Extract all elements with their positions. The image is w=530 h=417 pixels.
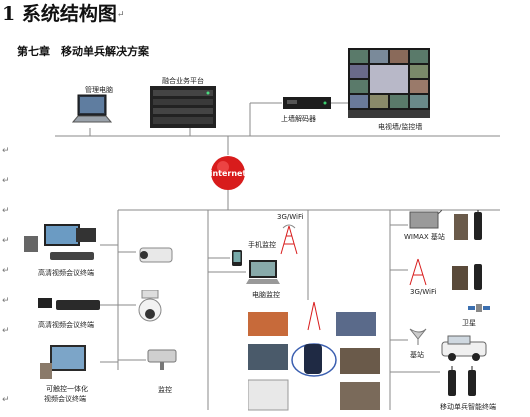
vehicle-icon [441, 335, 487, 361]
all-in-one-label-2: 视频会议终端 [44, 395, 86, 403]
laptop-icon [72, 94, 112, 123]
radio-icon [454, 210, 482, 240]
paragraph-mark: ↵ [116, 10, 125, 20]
hd-conference-2-label: 高清视频会议终端 [38, 321, 94, 329]
fusion-platform-label: 融合业务平台 [162, 77, 204, 85]
wimax-base-icon [409, 210, 442, 229]
margin-mark: ↵ [2, 395, 10, 405]
conference-icon [38, 298, 100, 310]
page-heading: 1 系统结构图↵ [2, 2, 124, 27]
wifi-3g-label: 3G/WiFi [410, 288, 437, 296]
tv-wall-label: 电视墙/监控墙 [378, 123, 423, 131]
all-in-one-label-1: 可触控一体化 [46, 385, 88, 393]
internet-hub: internet [210, 156, 247, 190]
antenna-icon [280, 224, 298, 255]
satellite-icon [468, 304, 490, 312]
margin-mark: ↵ [2, 176, 10, 186]
phone-icon [232, 250, 242, 266]
dish-icon [409, 328, 427, 345]
decoder-icon [283, 97, 331, 109]
server-rack-icon [150, 86, 216, 128]
ground-station-label: 基站 [410, 351, 424, 359]
video-wall-icon [348, 48, 430, 118]
pc-monitor-label: 电脑监控 [252, 291, 280, 299]
margin-mark: ↵ [2, 146, 10, 156]
internet-label: internet [210, 169, 247, 178]
camera-icon [139, 247, 173, 263]
mgmt-pc-label: 管理电脑 [85, 86, 113, 94]
margin-mark: ↵ [2, 236, 10, 246]
hd-conference-1-label: 高清视频会议终端 [38, 269, 94, 277]
wimax-label: WIMAX 基站 [404, 233, 445, 241]
camera-icon [138, 290, 162, 322]
chapter-title: 第七章 移动单兵解决方案 [17, 45, 149, 58]
satellite-label: 卫星 [462, 319, 476, 327]
margin-mark: ↵ [2, 206, 10, 216]
margin-mark: ↵ [2, 296, 10, 306]
surveillance-label: 监控 [158, 386, 172, 394]
radio-icon [448, 366, 476, 396]
field-photos-collage [248, 301, 380, 411]
phone-monitor-label: 手机监控 [248, 241, 276, 249]
margin-mark: ↵ [2, 326, 10, 336]
antenna-icon [409, 258, 427, 286]
heading-title: 系统结构图 [21, 3, 117, 25]
conference-icon [24, 224, 96, 260]
mobile-3g-label: 3G/WiFi [277, 213, 304, 221]
margin-mark: ↵ [2, 266, 10, 276]
heading-number: 1 [2, 3, 16, 25]
conference-icon [40, 345, 86, 379]
soldier-terminal-label: 移动单兵智能终端 [440, 403, 496, 411]
wall-decoder-label: 上墙解码器 [281, 115, 316, 123]
laptop-icon [246, 260, 280, 284]
camera-icon [147, 349, 177, 370]
radio-icon [452, 264, 482, 290]
